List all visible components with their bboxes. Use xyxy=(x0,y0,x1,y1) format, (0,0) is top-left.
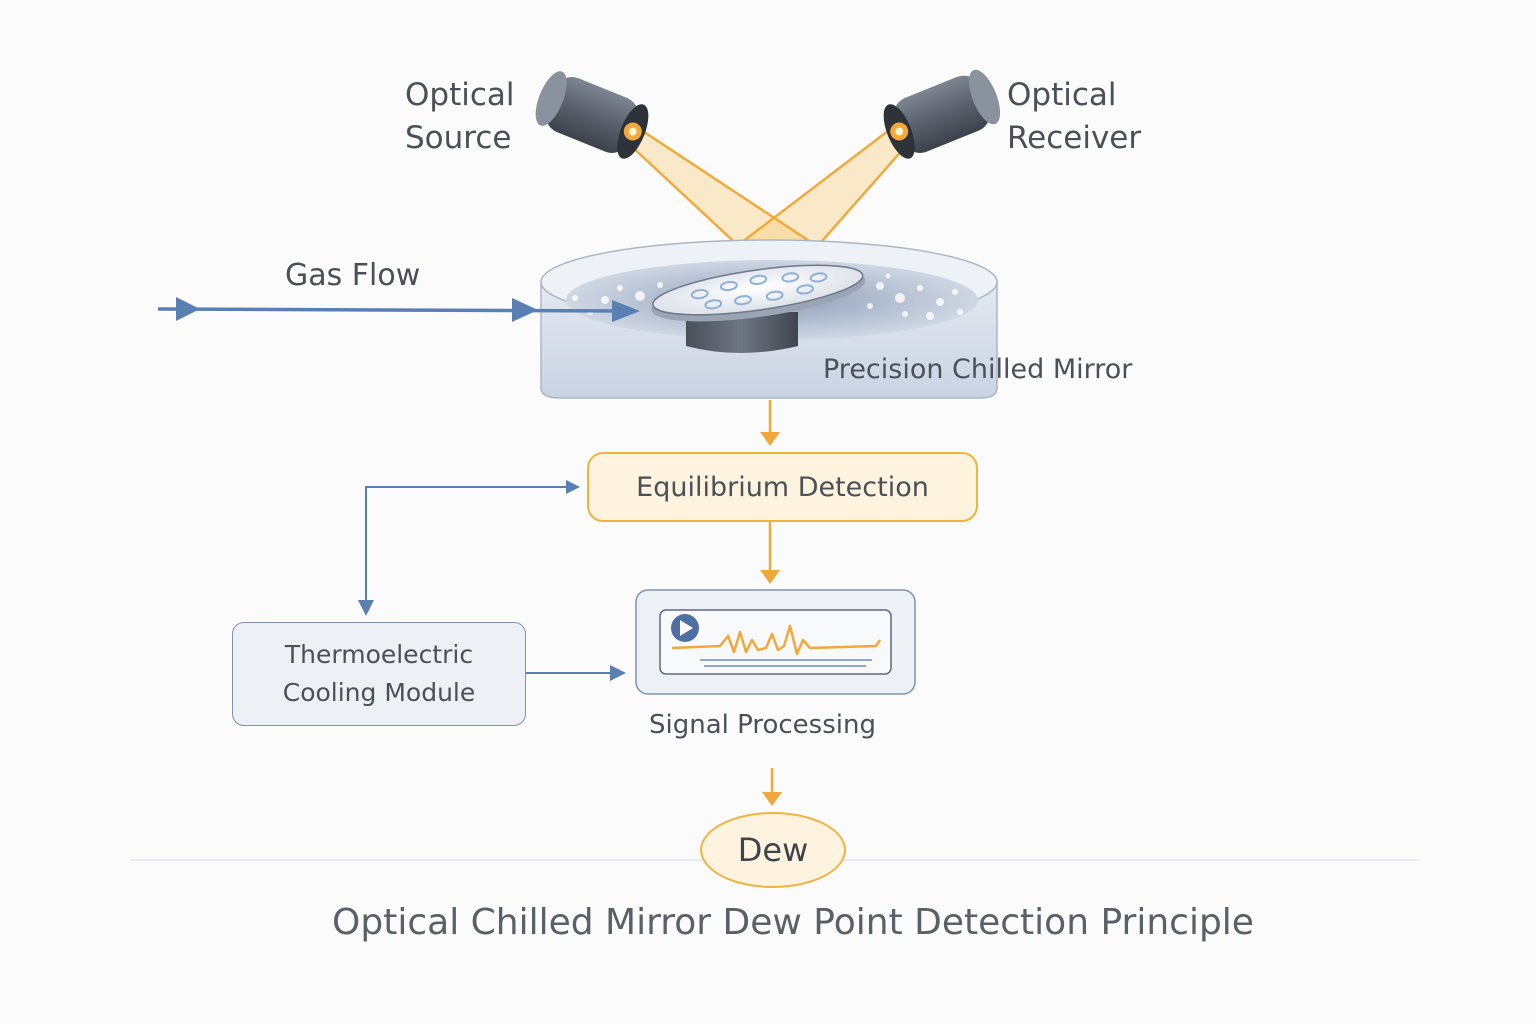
optical-source-label: Optical Source xyxy=(405,77,515,156)
play-icon xyxy=(671,614,699,642)
optical-receiver-icon xyxy=(883,69,1001,159)
dew-box: Dew xyxy=(700,812,846,888)
feedback-connectors xyxy=(358,480,626,681)
dew-label: Dew xyxy=(737,831,809,869)
waveform-icon xyxy=(671,624,882,667)
gas-flow-arrow xyxy=(157,297,640,322)
thermoelectric-cooling-box: Thermoelectric Cooling Module xyxy=(232,622,526,726)
diagram-title: Optical Chilled Mirror Dew Point Detecti… xyxy=(332,902,1254,943)
light-beams xyxy=(612,117,922,268)
tec-label-line1: Thermoelectric xyxy=(284,640,474,669)
equilibrium-detection-label: Equilibrium Detection xyxy=(636,471,929,503)
equilibrium-detection-box: Equilibrium Detection xyxy=(587,452,978,522)
precision-mirror-label: Precision Chilled Mirror xyxy=(823,354,1133,385)
signal-processing-label: Signal Processing xyxy=(649,710,876,740)
orange-connectors xyxy=(760,400,782,806)
optical-source-icon xyxy=(535,71,649,159)
chilled-mirror-chamber-icon xyxy=(540,239,998,399)
gas-flow-label: Gas Flow xyxy=(285,258,421,293)
optical-receiver-label: Optical Receiver xyxy=(1007,77,1142,156)
tec-label-line2: Cooling Module xyxy=(282,678,476,707)
